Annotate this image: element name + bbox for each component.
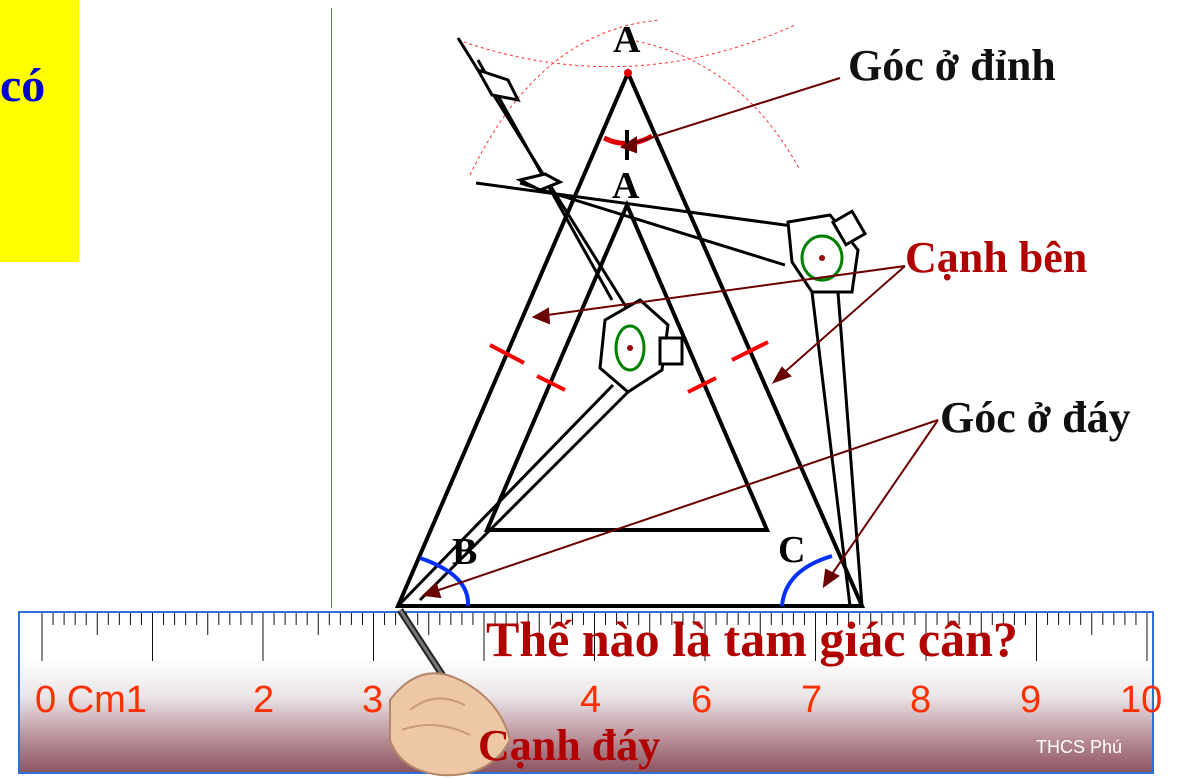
base-angle-arc-right	[780, 554, 833, 607]
apex-angle-label: Góc ở đỉnh	[848, 41, 1056, 90]
apex-point	[624, 69, 632, 77]
compass-icon	[475, 172, 868, 607]
ruler-number: 7	[801, 679, 823, 721]
yellow-label-box	[0, 0, 79, 262]
ruler-brand: THCS Phú	[1036, 737, 1123, 757]
ruler-number: 0 Cm1	[35, 679, 147, 721]
ruler-number: 8	[910, 679, 932, 721]
vertex-label-c: C	[778, 529, 806, 571]
ruler-number: 6	[691, 679, 713, 721]
outer-isosceles-triangle	[394, 67, 866, 608]
question-title: Thế nào là tam giác cân?	[486, 611, 1018, 667]
vertex-label-b: B	[452, 531, 478, 573]
ruler-number: 4	[580, 679, 602, 721]
vertex-label-a-inner: A	[612, 165, 640, 207]
compass-icon	[396, 37, 684, 608]
ruler-number: 2	[253, 679, 275, 721]
left-panel-text: có	[0, 59, 46, 112]
annotation-arrows	[421, 77, 939, 728]
side-tick-left-inner	[536, 374, 566, 392]
vertex-label-a-outer: A	[613, 19, 641, 61]
ruler: 0 Cm1 2 3 4 6 7 8 9 10 THCS Phú	[18, 611, 1162, 774]
side-tick-right-inner	[687, 376, 717, 394]
side-tick-right-outer	[731, 340, 769, 362]
slide-divider	[331, 8, 332, 608]
ruler-number: 9	[1020, 679, 1042, 721]
ruler-number: 3	[362, 679, 384, 721]
side-edge-label: Cạnh bên	[905, 233, 1088, 282]
ruler-ticks	[41, 613, 1148, 661]
inner-triangle	[483, 199, 771, 532]
side-tick-left-outer	[489, 343, 525, 365]
base-edge-label: Cạnh đáy	[478, 721, 661, 770]
base-angle-label: Góc ở đáy	[940, 393, 1131, 442]
base-angle-arc-left	[419, 556, 471, 607]
construction-arc-top	[469, 19, 661, 176]
construction-arc-right	[629, 39, 801, 171]
hand-with-pencil-icon	[389, 608, 512, 777]
ruler-number: 10	[1120, 679, 1163, 721]
